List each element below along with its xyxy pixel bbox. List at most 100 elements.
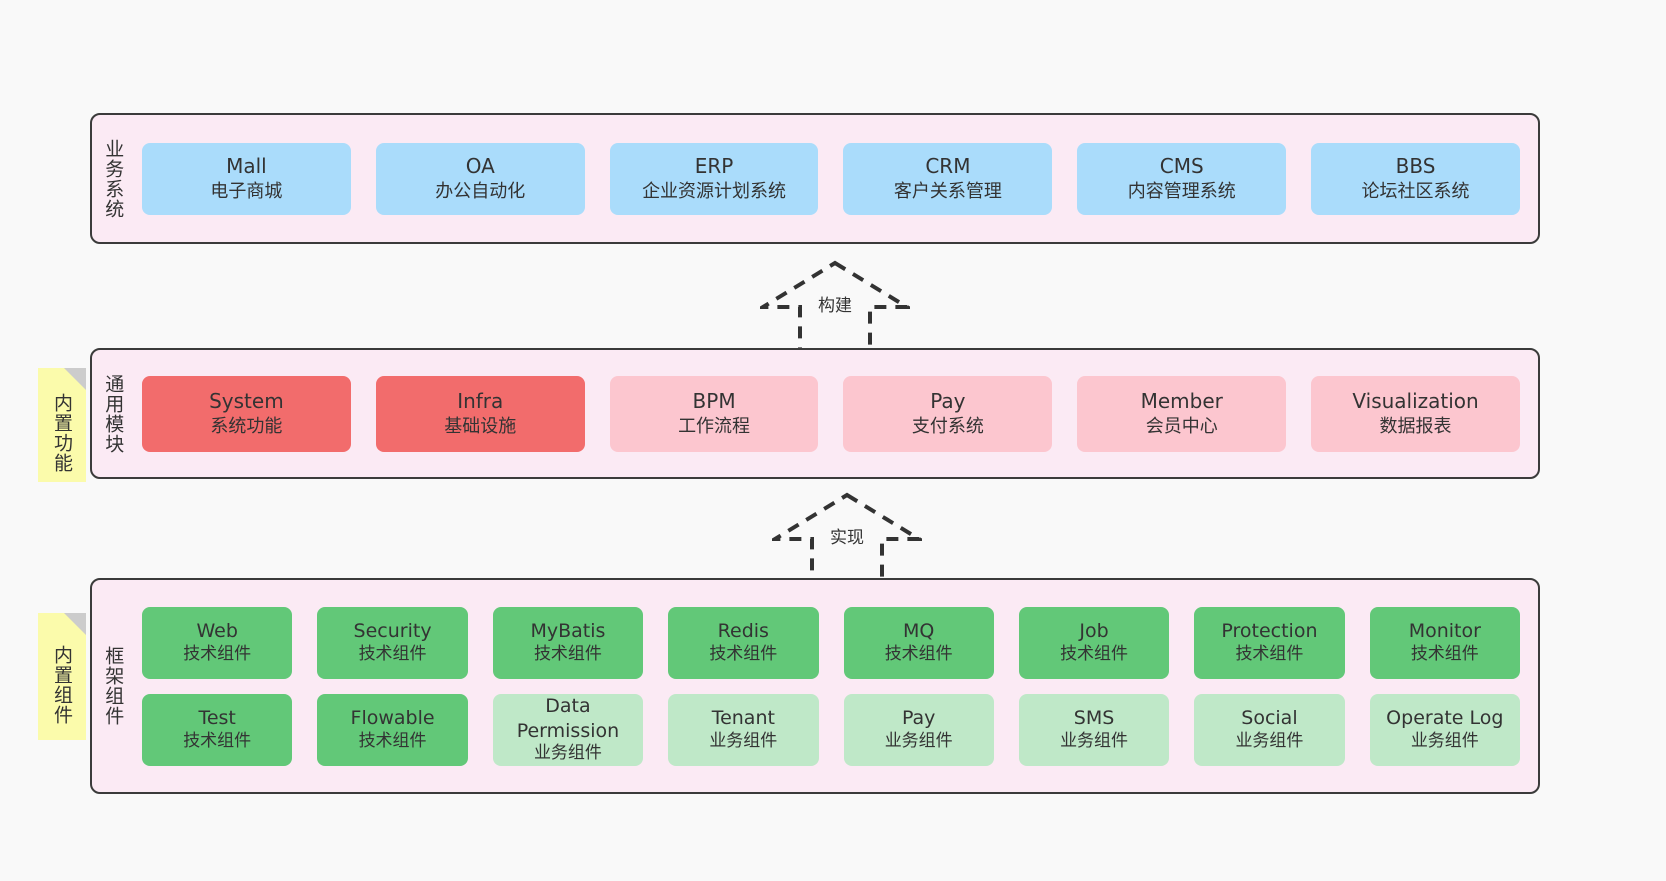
connector-implement: 实现: [772, 491, 922, 587]
card-subtitle: 技术组件: [358, 643, 427, 664]
layer-framework-component: 框架组件 Web 技术组件 Security 技术组件 MyBatis 技术组件…: [90, 578, 1540, 794]
layer-common-module-title: 通用模块: [102, 373, 125, 454]
card-operate-log[interactable]: Operate Log 业务组件: [1369, 693, 1520, 766]
card-monitor[interactable]: Monitor 技术组件: [1369, 606, 1520, 679]
card-title: Member: [1140, 389, 1223, 414]
card-title: Flowable: [350, 707, 435, 730]
note-builtin-component-label: 内置组件: [51, 644, 74, 725]
card-subtitle: 技术组件: [1060, 643, 1129, 664]
card-social[interactable]: Social 业务组件: [1194, 693, 1345, 766]
card-title: Security: [353, 620, 432, 643]
card-title: Protection: [1221, 620, 1318, 643]
card-subtitle: 支付系统: [911, 415, 984, 437]
card-sms[interactable]: SMS 业务组件: [1018, 693, 1170, 766]
card-subtitle: 业务组件: [533, 742, 602, 763]
card-subtitle: 技术组件: [183, 643, 252, 664]
layer-business-system-title: 业务系统: [102, 138, 125, 219]
card-title: SMS: [1073, 707, 1115, 730]
card-row: Web 技术组件 Security 技术组件 MyBatis 技术组件 Redi…: [142, 606, 1520, 679]
connector-implement-label: 实现: [830, 528, 864, 548]
card-mall[interactable]: Mall 电子商城: [142, 142, 351, 215]
card-system[interactable]: System 系统功能: [142, 375, 351, 452]
card-bpm[interactable]: BPM 工作流程: [609, 375, 819, 452]
layer-business-system-body: Mall 电子商城 OA 办公自动化 ERP 企业资源计划系统 CRM 客户关系…: [134, 115, 1538, 242]
card-title: BPM: [692, 389, 736, 414]
card-mq[interactable]: MQ 技术组件: [843, 606, 994, 679]
card-subtitle: 企业资源计划系统: [642, 180, 787, 202]
card-subtitle: 系统功能: [210, 415, 283, 437]
connector-build-label: 构建: [818, 296, 852, 316]
card-pay-component[interactable]: Pay 业务组件: [843, 693, 994, 766]
card-subtitle: 业务组件: [1060, 730, 1129, 751]
card-title: Tenant: [711, 707, 775, 730]
card-subtitle: 客户关系管理: [893, 180, 1002, 202]
card-title: Mall: [226, 154, 267, 179]
card-title: Monitor: [1408, 620, 1481, 643]
card-title: Web: [196, 620, 238, 643]
card-row: Mall 电子商城 OA 办公自动化 ERP 企业资源计划系统 CRM 客户关系…: [142, 142, 1520, 215]
card-cms[interactable]: CMS 内容管理系统: [1077, 142, 1287, 215]
card-subtitle: 工作流程: [678, 415, 751, 437]
layer-business-system: 业务系统 Mall 电子商城 OA 办公自动化 ERP 企业资源计划系统 CRM…: [90, 113, 1540, 244]
card-erp[interactable]: ERP 企业资源计划系统: [609, 142, 819, 215]
card-subtitle: 业务组件: [1235, 730, 1304, 751]
card-security[interactable]: Security 技术组件: [317, 606, 468, 679]
card-title: MQ: [903, 620, 935, 643]
card-title: OA: [465, 154, 495, 179]
card-subtitle: 技术组件: [358, 730, 427, 751]
card-title: Infra: [457, 389, 504, 414]
card-subtitle: 电子商城: [210, 180, 283, 202]
card-row: System 系统功能 Infra 基础设施 BPM 工作流程 Pay 支付系统…: [142, 375, 1520, 452]
connector-build: 构建: [760, 259, 910, 355]
card-subtitle: 数据报表: [1379, 415, 1452, 437]
card-bbs[interactable]: BBS 论坛社区系统: [1311, 142, 1520, 215]
card-subtitle: 基础设施: [444, 415, 517, 437]
card-title: CMS: [1159, 154, 1204, 179]
card-web[interactable]: Web 技术组件: [142, 606, 293, 679]
note-builtin-feature: 内置功能: [38, 368, 86, 482]
card-title: Visualization: [1352, 389, 1479, 414]
card-title: Redis: [717, 620, 769, 643]
card-title: Job: [1079, 620, 1109, 643]
card-subtitle: 会员中心: [1145, 415, 1218, 437]
card-subtitle: 技术组件: [533, 643, 602, 664]
card-mybatis[interactable]: MyBatis 技术组件: [492, 606, 644, 679]
note-builtin-feature-label: 内置功能: [51, 393, 74, 473]
card-subtitle: 技术组件: [1235, 643, 1304, 664]
card-title: Data Permission: [516, 695, 620, 742]
card-title: Pay: [930, 389, 966, 414]
card-pay[interactable]: Pay 支付系统: [843, 375, 1053, 452]
card-subtitle: 技术组件: [1410, 643, 1479, 664]
card-redis[interactable]: Redis 技术组件: [668, 606, 819, 679]
card-oa[interactable]: OA 办公自动化: [375, 142, 585, 215]
card-subtitle: 办公自动化: [435, 180, 526, 202]
note-fold-corner-icon: [64, 613, 86, 635]
card-tenant[interactable]: Tenant 业务组件: [668, 693, 819, 766]
card-visualization[interactable]: Visualization 数据报表: [1311, 375, 1520, 452]
card-row: Test 技术组件 Flowable 技术组件 Data Permission …: [142, 693, 1520, 766]
card-job[interactable]: Job 技术组件: [1018, 606, 1170, 679]
layer-common-module: 通用模块 System 系统功能 Infra 基础设施 BPM 工作流程 Pay…: [90, 348, 1540, 479]
card-member[interactable]: Member 会员中心: [1077, 375, 1287, 452]
card-title: MyBatis: [530, 620, 606, 643]
card-protection[interactable]: Protection 技术组件: [1194, 606, 1345, 679]
layer-framework-component-body: Web 技术组件 Security 技术组件 MyBatis 技术组件 Redi…: [134, 580, 1538, 792]
card-infra[interactable]: Infra 基础设施: [375, 375, 585, 452]
card-data-permission[interactable]: Data Permission 业务组件: [492, 693, 644, 766]
note-fold-corner-icon: [64, 368, 86, 390]
card-title: Operate Log: [1386, 707, 1504, 730]
card-subtitle: 技术组件: [709, 643, 778, 664]
card-subtitle: 业务组件: [709, 730, 778, 751]
card-flowable[interactable]: Flowable 技术组件: [317, 693, 468, 766]
card-subtitle: 论坛社区系统: [1361, 180, 1470, 202]
card-test[interactable]: Test 技术组件: [142, 693, 293, 766]
card-title: CRM: [925, 154, 971, 179]
card-crm[interactable]: CRM 客户关系管理: [843, 142, 1053, 215]
note-builtin-component: 内置组件: [38, 613, 86, 740]
generalization-arrow-icon: [760, 260, 910, 355]
card-subtitle: 技术组件: [884, 643, 953, 664]
layer-framework-component-title: 框架组件: [102, 646, 125, 726]
card-title: Pay: [901, 707, 936, 730]
generalization-arrow-icon: [772, 492, 922, 587]
